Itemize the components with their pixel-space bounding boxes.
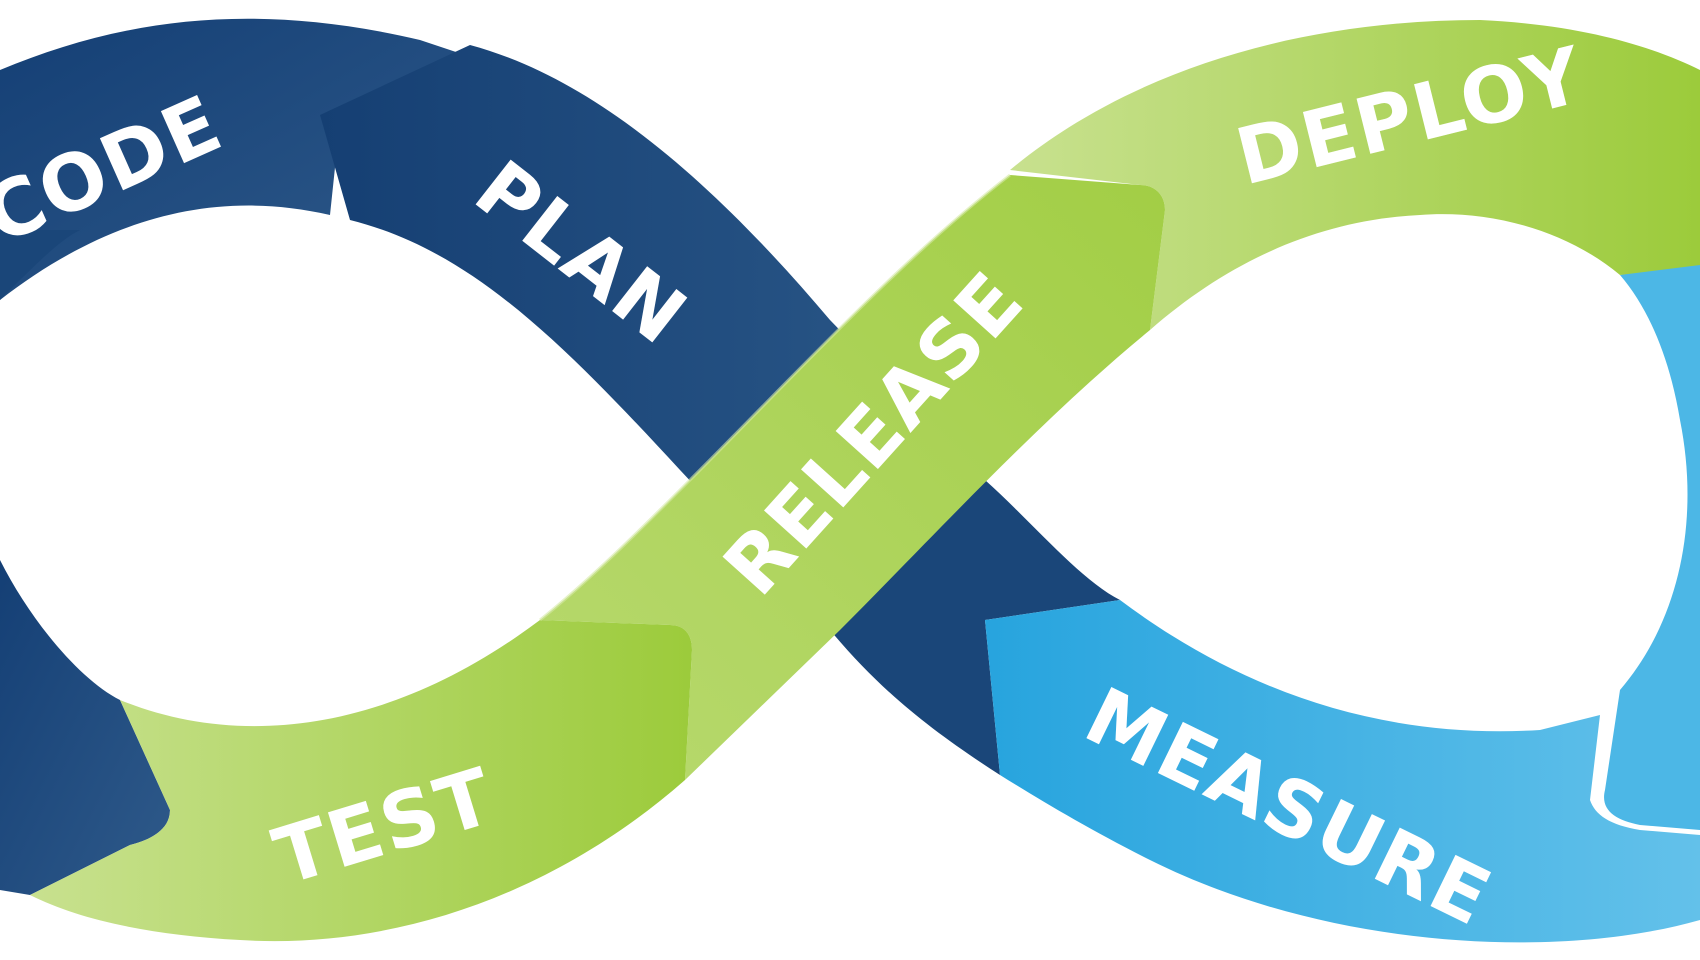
release-edge-highlight <box>539 173 1011 622</box>
measure-segment <box>985 600 1700 943</box>
deploy-segment <box>1010 20 1700 330</box>
navy-left-bottom <box>0 560 170 895</box>
navy-left-lower <box>0 230 80 300</box>
code-segment <box>0 18 480 300</box>
navy-lower-diagonal <box>830 480 1120 775</box>
blue-right-side <box>1604 260 1700 830</box>
blue-band <box>985 260 1700 943</box>
release-segment <box>540 175 1165 780</box>
test-segment <box>30 620 692 942</box>
green-band <box>30 20 1700 942</box>
